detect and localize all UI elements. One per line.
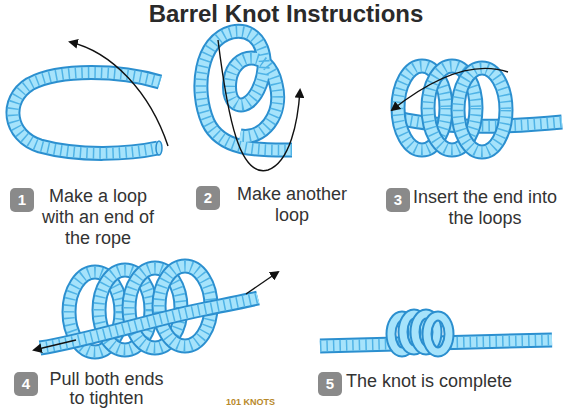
step-caption: Insert the end into the loops [410, 187, 560, 229]
step-number: 1 [18, 192, 26, 208]
rope-step-2 [201, 31, 300, 170]
title-text: Barrel Knot Instructions [0, 0, 572, 28]
watermark: 101 KNOTS [226, 397, 275, 407]
step-caption: Make another loop [222, 184, 362, 226]
step-number: 5 [326, 376, 334, 392]
rope-step-3 [392, 66, 562, 152]
step-number-badge: 2 [196, 186, 220, 210]
step-number-badge: 4 [14, 372, 38, 396]
step-number: 2 [204, 190, 212, 206]
step-caption: The knot is complete [346, 372, 556, 391]
step-caption: Make a loop with an end of the rope [38, 186, 158, 249]
step-caption: Pull both ends to tighten [44, 370, 169, 408]
step-number-badge: 3 [386, 188, 410, 212]
step-number-badge: 5 [318, 372, 342, 396]
rope-step-1 [13, 42, 168, 155]
rope-step-5 [320, 314, 552, 352]
step-number: 3 [394, 192, 402, 208]
rope-step-4 [34, 266, 278, 352]
step-number: 4 [22, 376, 30, 392]
step-number-badge: 1 [10, 188, 34, 212]
